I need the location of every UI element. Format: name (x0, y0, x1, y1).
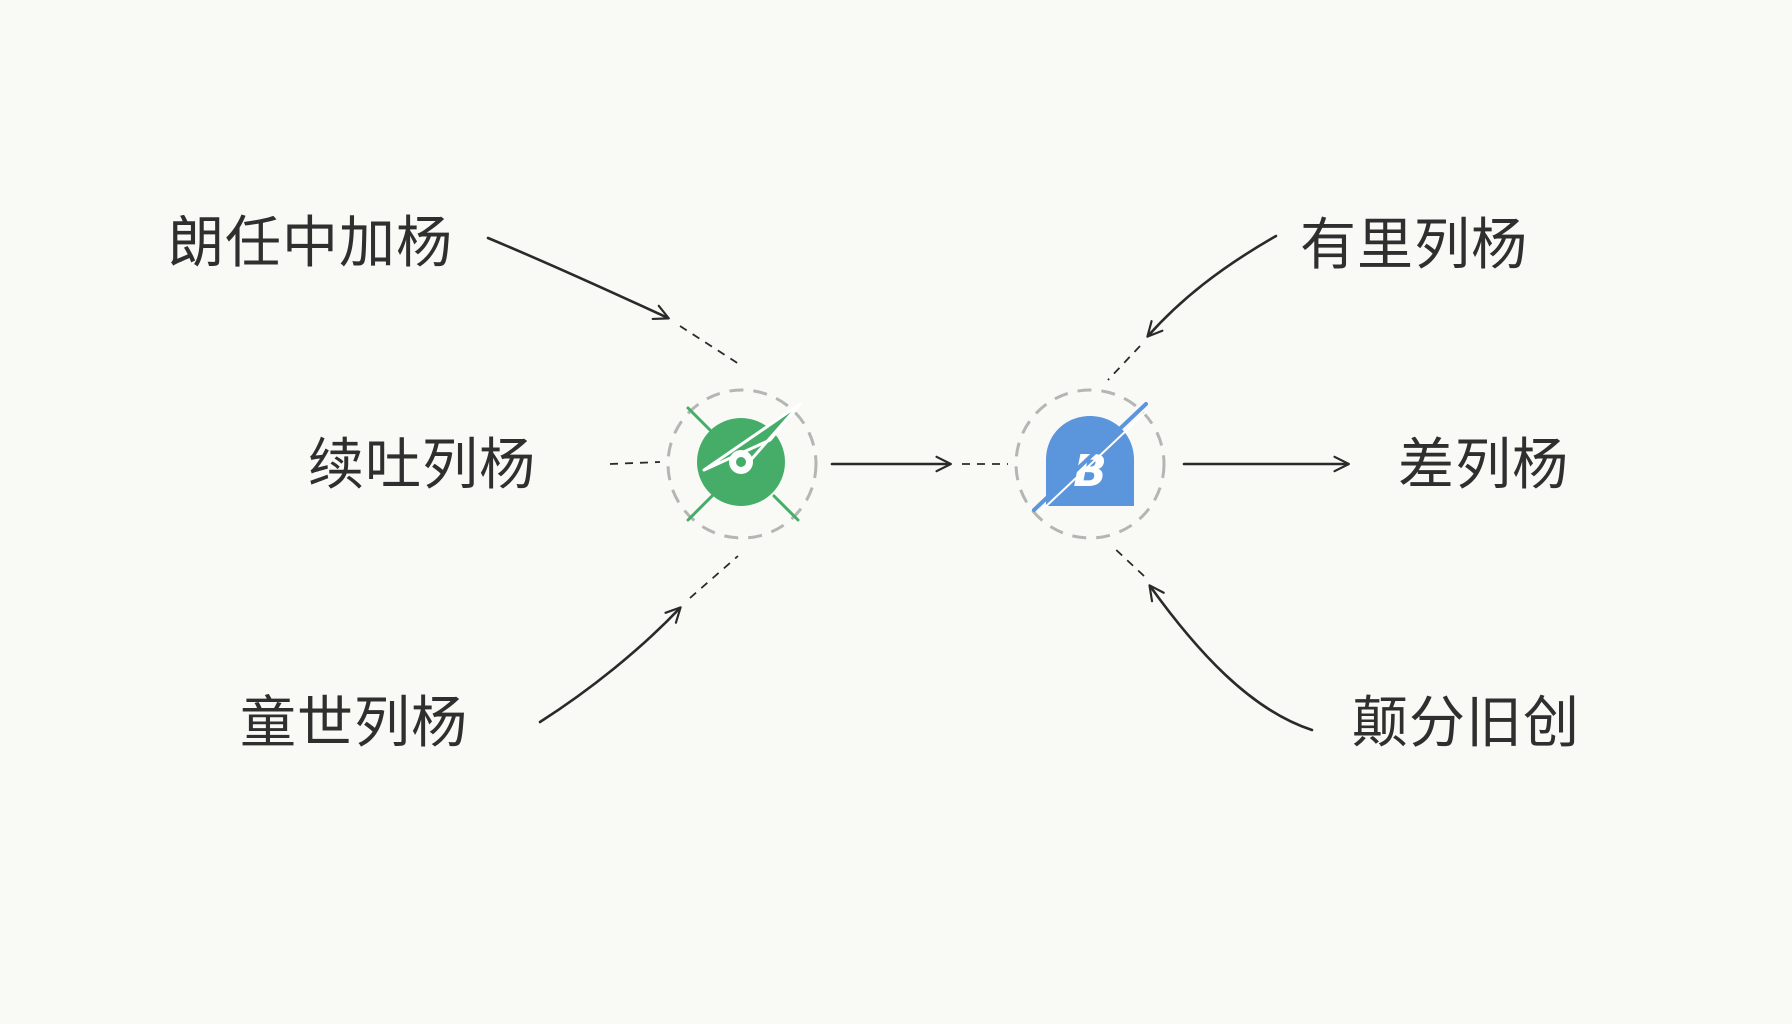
blue-b-logo-icon: B (1032, 402, 1148, 513)
connector-bottom-right (1111, 545, 1145, 577)
right-node-dashed-ring (1014, 388, 1166, 540)
left-node-dashed-ring (666, 388, 818, 540)
right-node: B (1014, 388, 1166, 540)
label-top-left: 朗任中加杨 (168, 211, 453, 276)
arrow-bottom-right (1148, 584, 1314, 732)
label-bottom-right: 颠分旧创 (1352, 691, 1580, 756)
green-compass-icon (686, 402, 802, 522)
left-node (666, 388, 818, 540)
connector-bottom-left (689, 555, 739, 599)
label-mid-left: 续吐列杨 (308, 433, 536, 498)
arrow-bottom-left (538, 606, 682, 724)
label-mid-right: 差列杨 (1398, 433, 1569, 498)
connector-top-left (679, 325, 743, 367)
arrow-top-left (486, 236, 670, 321)
connector-top-right (1107, 345, 1141, 381)
label-bottom-left: 童世列杨 (240, 691, 468, 756)
connector-mid-left (609, 461, 661, 465)
label-top-right: 有里列杨 (1300, 213, 1528, 278)
arrow-top-right (1146, 234, 1278, 338)
